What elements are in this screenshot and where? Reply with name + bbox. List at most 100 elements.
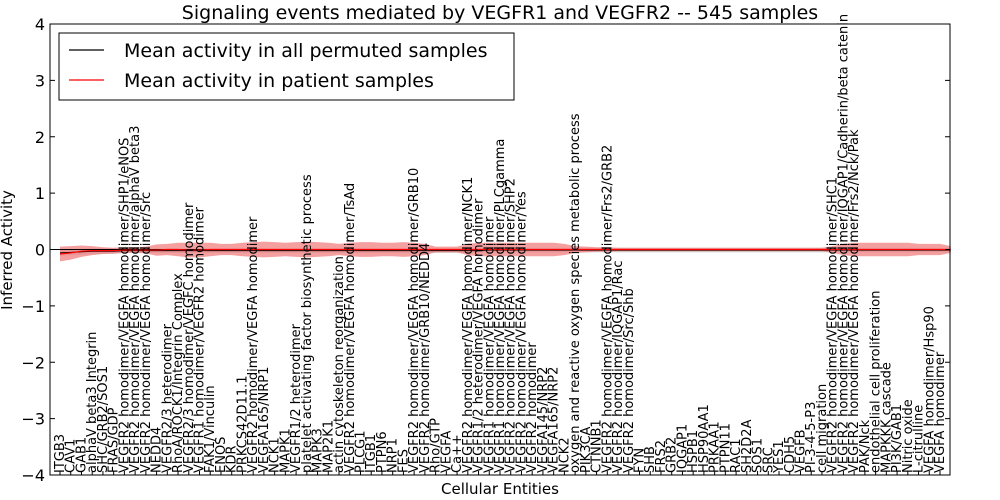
- band-series-1: [60, 241, 951, 262]
- x-tick-label: SHB: [643, 446, 658, 473]
- x-tick-label: Rho/GTP: [429, 418, 444, 473]
- legend: Mean activity in all permuted samples Me…: [58, 32, 515, 101]
- x-tick-label: NCK1: [268, 437, 283, 473]
- y-tick-label: 1: [35, 184, 45, 203]
- x-tick-label: ITGB3: [53, 434, 68, 473]
- x-tick-label: FAK1/Vinculin: [203, 385, 218, 473]
- x-tick-label: GRB2: [665, 437, 680, 473]
- x-tick-label: Nitric oxide: [901, 399, 916, 473]
- x-tick-label: PTPN6: [375, 431, 390, 473]
- x-tick-label: VEGFA: [439, 431, 454, 473]
- x-tick-label: VEGFR1/2 heterodimer/VEGFA homodimer: [472, 198, 487, 473]
- x-tick-label: VEGFR2 homodimer/VEGFA homodimer/TsAd: [343, 183, 358, 473]
- x-tick-label: FES: [396, 449, 411, 473]
- x-tick-label: CDH5: [783, 436, 798, 473]
- x-tick-label: RAC1: [729, 438, 744, 473]
- x-tick-label: alphaV beta3 Integrin: [85, 332, 100, 473]
- x-tick-label: PI-3-4-5-P3: [804, 402, 819, 473]
- x-tick-label: ENOS: [214, 437, 229, 473]
- x-tick-label: HSPB1: [686, 430, 701, 473]
- y-tick-label: 3: [35, 71, 45, 90]
- x-tick-label: IQGAP1: [675, 424, 690, 473]
- x-tick-label: cell migration: [815, 384, 830, 473]
- x-tick-label: VEGFR2 homodimer/VEGFA homodimer/Frs2/Nc…: [847, 129, 862, 473]
- x-tick-label: VEGFA homodimer/Hsp90: [922, 306, 937, 473]
- x-tick-label: VEGFR2 homodimer/VEGFA homodimer/IQGAP1/…: [836, 14, 851, 473]
- y-tick-label: −2: [21, 353, 45, 372]
- y-tick-label: −3: [21, 410, 45, 429]
- x-tick-label: VEGFR2 homodimer/VEGFA homodimer/GRB10: [407, 168, 422, 473]
- x-tick-label: SHC/GRB2/SOS1: [96, 366, 111, 473]
- x-tick-label: SOS1: [751, 438, 766, 473]
- y-tick-label: −1: [21, 297, 45, 316]
- x-tick-label: FRAS/GDP: [107, 407, 122, 473]
- x-tick-label: PRKCS42D11.1: [235, 375, 250, 473]
- x-tick-label: VEGFR2 homodimer/VEGFA homodimer/Yes: [514, 191, 529, 473]
- x-tick-label: VEGFR2 homodimer/VEGFA homodimer/Src: [139, 192, 154, 473]
- x-tick-label: CTNNB1: [590, 419, 605, 473]
- x-tick-label: YES1: [772, 440, 787, 474]
- x-tick-label: VEGFR2 homodimer: [525, 342, 540, 473]
- x-tick-label: VEGFR2 homodimer/VEGFA homodimer/Frs2/GR…: [600, 145, 615, 473]
- x-tick-label: MAPKKK cascade: [879, 362, 894, 473]
- x-tick-label: RhoA/ROCK1/Integrin Complex: [171, 273, 186, 473]
- x-tick-label: FRS2: [654, 440, 669, 473]
- y-tick-label: 2: [35, 128, 45, 147]
- x-tick-label: VEGFA165/NRP1: [257, 367, 272, 473]
- x-tick-label: VEGFR2 homodimer/GRB10/NEDD4: [418, 243, 433, 473]
- x-tick-label: HSP90AA1: [697, 404, 712, 473]
- legend-label-patient: Mean activity in patient samples: [124, 70, 434, 92]
- x-axis-title: Cellular Entities: [441, 480, 559, 498]
- x-tick-label: PTPN11: [718, 423, 733, 473]
- x-tick-label: PRKAA1: [708, 421, 723, 473]
- x-tick-label: VEGFR2/3 homodimer/VEGFC homodimer: [182, 202, 197, 473]
- x-tick-label: SRC: [761, 447, 776, 473]
- x-tick-label: PI3K/GAB1: [890, 404, 905, 473]
- x-tick-label: VEGFA145/NRP2: [536, 367, 551, 473]
- legend-frame: [58, 32, 515, 101]
- x-tick-label: endothelial cell proliferation: [869, 291, 884, 474]
- x-tick-label: PIK3CA: [579, 426, 594, 473]
- y-axis-title: Inferred Activity: [0, 190, 16, 310]
- x-tick-label: FYN: [633, 448, 648, 473]
- x-tick-label: ITGB1: [364, 434, 379, 473]
- x-tick-label: oxygen and reactive oxygen species metab…: [568, 113, 583, 473]
- x-tick-label: VEGFR2/3 heterodimer: [160, 323, 175, 473]
- x-tick-label: VEGFB: [793, 429, 808, 473]
- x-tick-label: MAPK3: [311, 428, 326, 473]
- x-tick-label: actin cytoskeleton reorganization: [332, 256, 347, 473]
- series-line-1: [59, 248, 951, 255]
- x-tick-label: SH2D2A: [740, 419, 755, 473]
- x-tick-label: VEGFA homodimer: [933, 351, 948, 473]
- x-tick-label: PAK/Nck: [858, 419, 873, 473]
- y-tick-label: 4: [35, 15, 45, 34]
- x-tick-label: MAPK1: [278, 428, 293, 473]
- x-tick-label: NCK2: [557, 437, 572, 473]
- x-tick-label: L-citrulline: [912, 405, 927, 473]
- x-tick-label: platelet activating factor biosynthetic …: [300, 174, 315, 473]
- legend-label-permuted: Mean activity in all permuted samples: [124, 40, 487, 62]
- x-tick-label: VEGFR1 homodimer/VEGFA homodimer: [482, 216, 497, 473]
- x-tick-label: PLCG1: [353, 430, 368, 473]
- x-tick-label: NEDD4: [150, 427, 165, 473]
- x-tick-label: VEGFR2 homodimer/VEGFA homodimer/SHC1: [826, 177, 841, 473]
- y-tick-label: −4: [21, 466, 45, 485]
- x-tick-label: MAP2K1: [321, 420, 336, 473]
- x-tick-label: VEGFA165/NRP2: [547, 367, 562, 473]
- x-tick-label: CAV1: [64, 439, 79, 473]
- x-tick-label: VEGFR2 homodimer/VEGFA homodimer: [246, 216, 261, 473]
- x-tick-label: VEGFR2 homodimer/VEGFA homodimer/alphaV …: [128, 126, 143, 473]
- x-tick-label: NRP1: [386, 438, 401, 473]
- x-tick-label: VEGFR2 homodimer/VEGFA homodimer/SHP1/eN…: [117, 138, 132, 473]
- x-tick-label: VEGFR1 homodimer/VEGFR2 homodimer: [193, 206, 208, 473]
- x-tick-label: Ca++: [450, 434, 465, 473]
- x-tick-label: VEGFR1/2 heterodimer: [289, 323, 304, 473]
- x-tick-label: VEGFR2 homodimer/IQGAP1/Rac: [611, 260, 626, 473]
- x-tick-label: KDR: [225, 445, 240, 473]
- x-tick-label: VEGFR2 homodimer/VEGFA homodimer/NCK1: [461, 177, 476, 473]
- x-tick-label: GAB1: [74, 437, 89, 473]
- x-tick-label: VEGFR2 homodimer/Src/Shb: [622, 288, 637, 473]
- y-tick-label: 0: [35, 241, 45, 260]
